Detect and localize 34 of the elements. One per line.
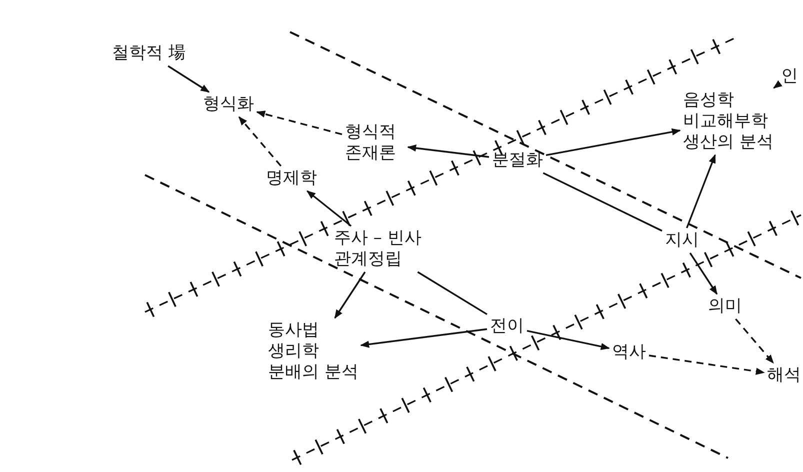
arrow: [689, 252, 718, 295]
arrow: [407, 144, 490, 158]
term-label: 주사 – 빈사 관계정립: [334, 228, 426, 270]
term-label: 철학적 場: [112, 43, 186, 64]
term-label: 지시: [665, 230, 699, 251]
arrow: [238, 116, 282, 167]
term-label: 비교해부학: [683, 111, 769, 132]
connector-line: [542, 172, 662, 232]
term-label: 동사법: [268, 320, 320, 341]
arrow: [735, 318, 774, 364]
term-label: 생리학: [268, 341, 320, 362]
arrow: [256, 110, 342, 136]
arrow: [526, 330, 610, 350]
term-label: 분절화: [492, 150, 543, 171]
connector-line: [417, 271, 488, 316]
term-label: 형식화: [203, 94, 254, 115]
arrow: [648, 354, 765, 375]
arrow: [168, 65, 210, 93]
term-label: 인: [781, 66, 798, 87]
arrow: [306, 190, 352, 227]
arrow: [334, 272, 366, 319]
arrow: [686, 154, 716, 228]
term-label: 형식적 존재론: [345, 122, 405, 164]
arrow: [773, 80, 782, 89]
term-label: 의미: [708, 296, 742, 317]
term-label: 생산의 분석: [683, 132, 774, 153]
term-label: 역사: [612, 342, 646, 363]
term-label: 전이: [490, 316, 524, 337]
term-label: 해석: [767, 365, 801, 386]
term-label: 분배의 분석: [268, 362, 358, 383]
arrow: [546, 128, 681, 156]
arrow: [360, 328, 488, 348]
term-label: 명제학: [266, 168, 317, 189]
term-label: 음성학: [683, 90, 735, 111]
